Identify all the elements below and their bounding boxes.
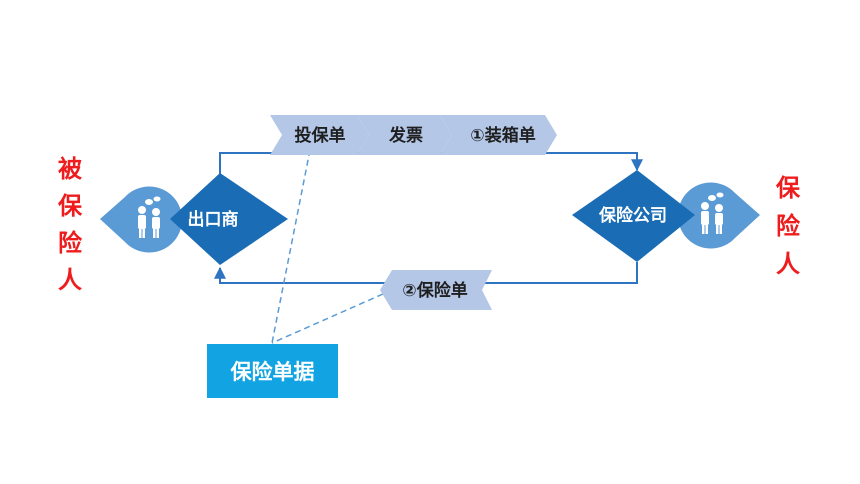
insurer-party-label: 保 险 人 bbox=[768, 176, 808, 276]
exporter-node-label: 出口商 bbox=[188, 209, 239, 230]
top-flow-line bbox=[219, 152, 643, 175]
insured-char: 人 bbox=[58, 266, 82, 294]
exporter-people-badge bbox=[100, 186, 183, 253]
insured-char: 险 bbox=[58, 229, 82, 257]
insured-char: 被 bbox=[58, 155, 82, 183]
insurer-people-badge bbox=[677, 182, 760, 249]
insurer-char: 险 bbox=[776, 212, 800, 240]
chevron-invoice bbox=[357, 115, 452, 155]
insurer-node-label: 保险公司 bbox=[598, 205, 667, 226]
chevron-packing-list-label: ①装箱单 bbox=[470, 125, 535, 146]
insurer-node bbox=[572, 170, 695, 262]
chevron-policy bbox=[380, 270, 492, 310]
chevron-application bbox=[270, 115, 369, 155]
chevron-invoice-label: 发票 bbox=[388, 125, 423, 146]
chevron-application-label: 投保单 bbox=[295, 125, 346, 146]
chevron-packing-list bbox=[440, 115, 557, 155]
dashed-leader-bottom bbox=[271, 289, 393, 344]
insurance-documents-label: 保险单据 bbox=[230, 360, 315, 384]
exporter-node bbox=[170, 173, 288, 265]
people-icon bbox=[138, 196, 161, 238]
insurer-char: 保 bbox=[776, 174, 800, 202]
people-icon bbox=[701, 192, 724, 234]
chevron-policy-label: ②保险单 bbox=[402, 280, 467, 301]
dashed-leader-top bbox=[271, 149, 311, 344]
insurer-char: 人 bbox=[776, 250, 800, 278]
insured-char: 保 bbox=[58, 192, 82, 220]
insurance-documents-box: 保险单据 bbox=[207, 344, 338, 398]
insured-party-label: 被 保 险 人 bbox=[50, 157, 90, 292]
